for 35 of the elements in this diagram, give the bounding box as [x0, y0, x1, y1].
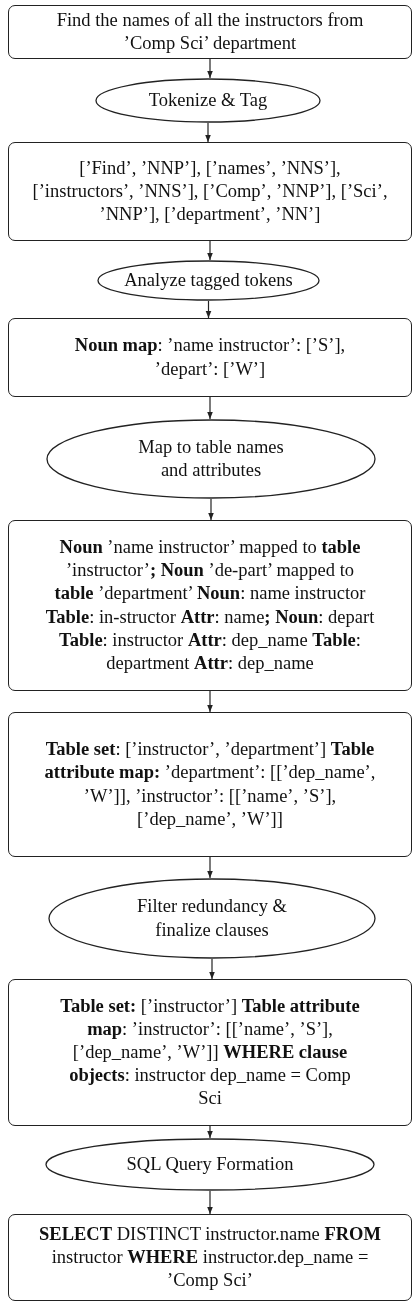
process-box	[8, 520, 412, 691]
node-text: Table set: [’instructor’, ’department’] Table attribute map: ’department’: [[’dep_name’, ’W’]], ’instructor’: [[’name’, ’S’], [’dep_name’, ’W’]]	[43, 738, 377, 831]
process-box	[8, 5, 412, 59]
node-text: Analyze tagged tokens	[124, 268, 293, 292]
node-text: Noun ’name instructor’ mapped to table ’instructor’; Noun ’de-part’ mapped to table ’department’ Noun: name instructor Table: in-structor Attr: name; Noun: depart Table: instructor Attr: dep_name Table: department Attr: dep_name	[45, 536, 375, 675]
arrow	[205, 122, 211, 143]
node-text: [’Find’, ’NNP’], [’names’, ’NNS’], [’instructors’, ’NNS’], [’Comp’, ’NNP’], [’Sci’, ’NNP’], [’department’, ’NN’]	[31, 156, 389, 227]
node-text: Filter redundancy & finalize clauses	[136, 895, 288, 942]
arrow	[205, 300, 212, 319]
arrow	[209, 958, 215, 980]
process-ellipse	[45, 1138, 375, 1191]
process-ellipse	[46, 419, 376, 499]
process-box	[8, 1214, 412, 1301]
node-text: SQL Query Formation	[126, 1152, 294, 1176]
node-text: Tokenize & Tag	[148, 88, 268, 112]
node-text: Map to table names and attributes	[137, 435, 285, 482]
process-ellipse	[48, 878, 376, 959]
node-text: Table set: [’instructor’] Table attribute map: ’instructor’: [[’name’, ’S’], [’dep_name’, ’W’]] WHERE clause objects: instructor dep_name = Comp Sci	[59, 994, 361, 1111]
node-text: Noun map: ’name instructor’: [’S’], ’depart’: [’W’]	[73, 334, 347, 381]
arrow	[207, 856, 213, 879]
arrow	[207, 690, 213, 713]
process-box	[8, 979, 412, 1126]
node-text: Find the names of all the instructors from ’Comp Sci’ department	[55, 8, 365, 55]
arrow	[207, 1190, 213, 1215]
process-box	[8, 142, 412, 241]
arrow	[207, 240, 213, 261]
process-box	[8, 318, 412, 397]
process-ellipse	[95, 78, 321, 123]
arrow	[207, 396, 213, 420]
process-box	[8, 712, 412, 857]
node-text: SELECT DISTINCT instructor.name FROM instructor WHERE instructor.dep_name = ’Comp Sci’	[39, 1222, 381, 1293]
arrow	[207, 1125, 213, 1139]
arrow	[208, 498, 214, 521]
process-ellipse	[97, 260, 320, 301]
arrow	[207, 58, 213, 79]
